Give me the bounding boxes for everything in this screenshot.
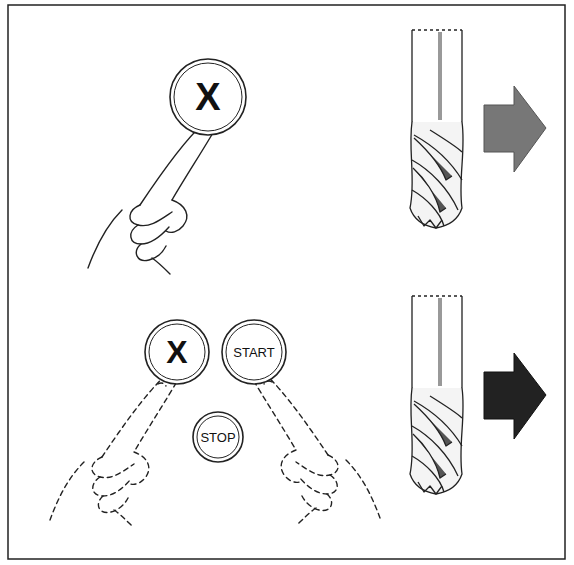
button-circle: START bbox=[220, 318, 288, 386]
button-circle: STOP bbox=[191, 410, 245, 464]
button-label: X bbox=[166, 336, 187, 368]
hand bbox=[88, 120, 217, 274]
button-circle: X bbox=[168, 57, 248, 137]
hand-dashed bbox=[251, 370, 380, 524]
button-label: STOP bbox=[200, 431, 235, 444]
end-mill bbox=[410, 296, 463, 494]
frame bbox=[8, 5, 565, 559]
end-mill bbox=[410, 30, 463, 228]
button-label: X bbox=[195, 78, 220, 116]
hand-dashed bbox=[50, 372, 179, 526]
button-circle: X bbox=[143, 318, 211, 386]
button-label: START bbox=[233, 346, 274, 359]
feed-arrow bbox=[484, 86, 546, 172]
rapid-arrow bbox=[484, 353, 546, 439]
